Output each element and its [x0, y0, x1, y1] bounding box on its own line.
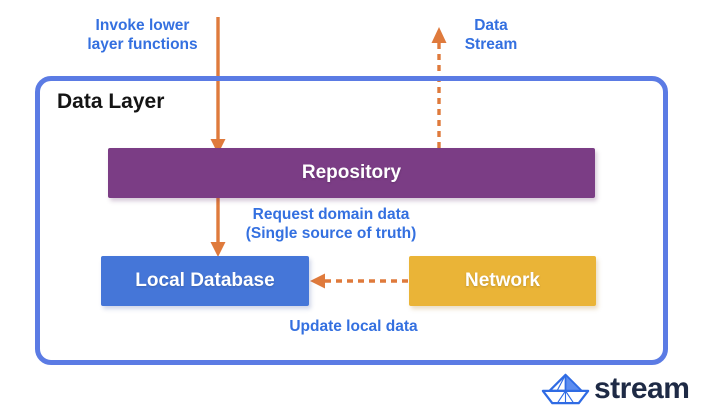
request-domain-arrow	[210, 198, 226, 257]
data-stream-arrow	[431, 27, 447, 148]
data-stream-label: Data Stream	[464, 17, 518, 53]
network-box: Network	[409, 256, 596, 306]
repository-label: Repository	[301, 162, 402, 183]
stream-logo: stream	[541, 370, 690, 408]
update-local-data-label: Update local data	[289, 318, 418, 335]
data-layer-title: Data Layer	[57, 90, 165, 113]
local-database-label: Local Database	[135, 270, 275, 291]
local-database-box: Local Database	[101, 256, 309, 306]
repository-box: Repository	[108, 148, 595, 198]
request-domain-data-label: Request domain data (Single source of tr…	[245, 206, 417, 242]
update-local-arrow	[310, 273, 408, 289]
network-label: Network	[465, 270, 540, 291]
stream-wordmark: stream	[594, 372, 690, 405]
invoke-lower-layer-label: Invoke lower layer functions	[87, 17, 198, 53]
paper-boat-icon	[541, 373, 590, 405]
